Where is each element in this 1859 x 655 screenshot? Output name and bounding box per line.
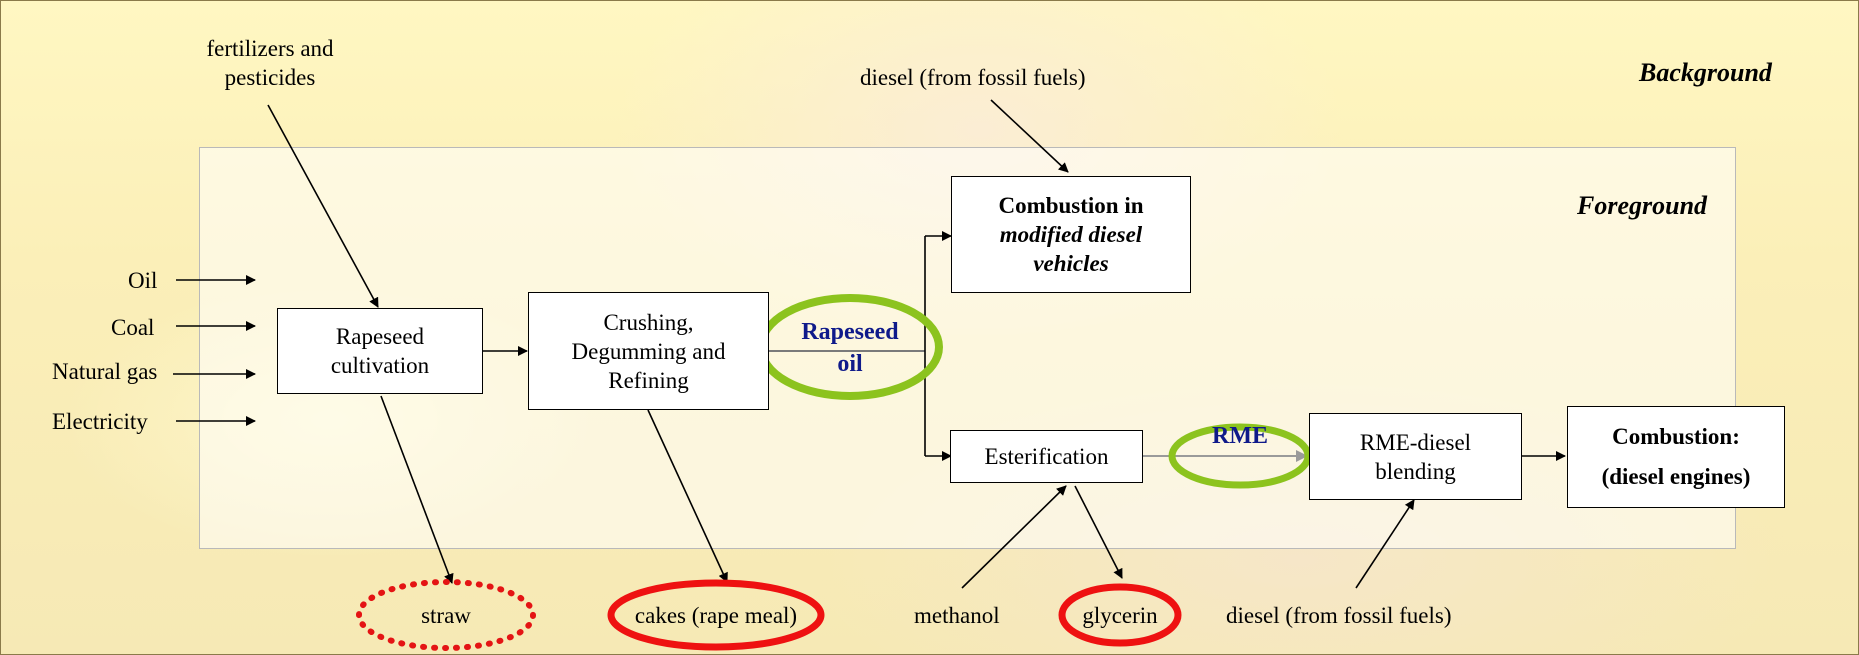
cakes-label: cakes (rape meal) — [634, 603, 798, 628]
esterification-box: Esterification — [950, 430, 1143, 483]
oil-label: Oil — [128, 268, 158, 293]
rme-diesel-blending-box: RME-diesel blending — [1309, 413, 1522, 500]
glycerin-label: glycerin — [1082, 603, 1158, 628]
electricity-label: Electricity — [52, 409, 148, 434]
rapeseed-cultivation-box: Rapeseed cultivation — [277, 308, 483, 394]
fertilizers-label: fertilizers and pesticides — [206, 36, 334, 90]
background-label: Background — [1639, 58, 1772, 87]
natural-gas-label: Natural gas — [52, 359, 158, 384]
glycerin-highlight — [1058, 583, 1182, 647]
arrow-diesel-top — [990, 99, 1069, 173]
arrow-cakes — [647, 409, 728, 583]
rme-label: RME — [1212, 423, 1268, 449]
crushing-refining-box: Crushing, Degumming and Refining — [528, 292, 769, 410]
diesel-top-label: diesel (from fossil fuels) — [860, 65, 1086, 90]
rapeseed-oil-label: Rapeseed oil — [801, 319, 899, 377]
methanol-label: methanol — [914, 603, 1000, 628]
cakes-highlight — [607, 579, 825, 651]
arrow-fertilizers — [267, 104, 379, 308]
arrow-straw — [380, 395, 454, 584]
combustion-modified-vehicles-box: Combustion in modified diesel vehicles — [951, 176, 1191, 293]
foreground-label: Foreground — [1577, 191, 1708, 220]
straw-highlight — [356, 579, 536, 651]
diesel-bottom-label: diesel (from fossil fuels) — [1226, 603, 1452, 628]
arrow-glycerin — [1074, 485, 1123, 579]
straw-label: straw — [421, 603, 471, 628]
coal-label: Coal — [111, 315, 155, 340]
arrow-methanol — [961, 485, 1067, 589]
arrow-diesel-bottom — [1355, 499, 1415, 589]
rme-highlight — [1168, 423, 1312, 489]
combustion-diesel-engines-box: Combustion: (diesel engines) — [1567, 406, 1785, 508]
